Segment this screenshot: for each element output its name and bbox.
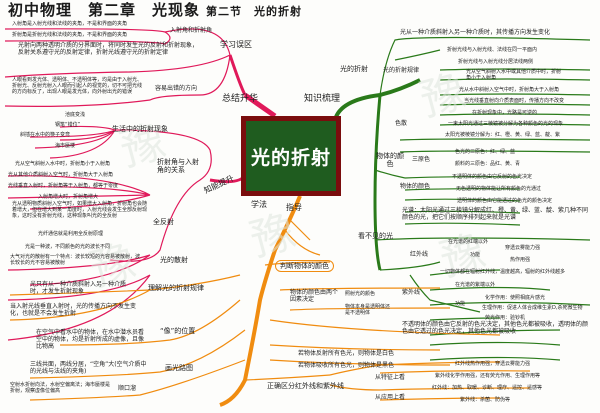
leaf-text: 透明体的颜色由它能透过的色光的颜色决定	[457, 198, 553, 204]
branch-method-label-left: 学法	[251, 200, 267, 209]
leaf-text: 光线垂直入射时，折射角等于入射角，都等于零度	[8, 183, 119, 189]
node-dispersion: 色散	[395, 120, 408, 127]
node-by-application: 从应用上看	[375, 394, 406, 401]
leaf-text: 物体本身是透明体还是不透明体	[345, 304, 391, 316]
node-object-color-rule: 物体的颜色	[400, 183, 431, 190]
leaf-text: 不透明体的颜色由它反射的色光决定	[452, 174, 533, 180]
branch-method-label-right: 指导	[286, 203, 302, 212]
leaf-text: 光纤通信就是利用全反射原理	[38, 231, 104, 237]
node-direction: 容易出错的方向	[155, 85, 198, 92]
page-title: 初中物理 第二章 光现象第二节 光的折射	[8, 1, 303, 19]
branch-knowledge-label: 知识梳理	[304, 94, 341, 104]
leaf-text: 化学作用：使照相底片感光	[485, 295, 546, 301]
leaf-text: 颜料的三原色：品红、黄、青	[455, 161, 521, 167]
node-infrared: 红外线	[410, 251, 429, 258]
node-primary-colors: 三原色	[412, 156, 431, 163]
leaf-text: 入射角是入射光线和法线的夹角，不是和界面的夹角	[12, 21, 128, 27]
node-object-color: 物体的颜色	[376, 152, 404, 169]
leaf-text: 紫外线：杀菌、防伪等	[460, 397, 511, 403]
leaf-text: 光射向两种透明介质的分界面时，将同时发生光的反射和折射现象，反射关系遵守光的反射…	[18, 42, 199, 56]
leaf-text: 池底变浅	[65, 112, 86, 118]
leaf-text: 钢笔“错位”	[55, 122, 81, 128]
node-refraction: 光的折射	[340, 65, 368, 73]
leaf-text: 折射光线与入射光线分居法线两侧	[458, 59, 534, 65]
node-draw-light-path: 画光路图	[165, 364, 193, 372]
central-node-label: 光的折射	[250, 146, 331, 169]
leaf-text: 太阳光被棱镜分解为：红、橙、黄、绿、蓝、靛、紫	[445, 132, 561, 138]
node-function: 功能	[470, 252, 481, 258]
chapter-title: 初中物理 第二章 光现象	[8, 1, 201, 19]
leaf-text: 在空气中看水中的物体，在水中潜水员看空中的物体，均是折射所成的虚像，且像比物高	[36, 329, 145, 350]
branch-summary-label: 总结升华	[222, 94, 259, 104]
leaf-text: 在折射现象中，光路是可逆的	[472, 110, 538, 116]
node-rhyme: 顺口溜	[118, 385, 137, 392]
leaf-text: 红外线：加热、取暖、诊断、理疗、遥控、遥感等	[432, 385, 543, 391]
leaf-text: 一束太阳光通过三棱镜被分解为各种颜色的光的现象	[448, 121, 564, 127]
leaf-text: 光从透明物质斜射入空气时，如果增大入射角，折射角也会随着增大，但在增大到某一角度…	[12, 201, 148, 219]
leaf-text: 光从水中斜射入空气中时，折射角大于入射角	[459, 87, 560, 93]
node-two-factors: 物体的颜色由两个因素决定	[290, 289, 339, 303]
leaf-text: 光从空气斜射入水中或其他介质中时，折射角小于入射角	[466, 69, 562, 81]
leaf-text: 光从一种介质斜射入另一种介质时，其传播方向发生变化	[400, 29, 551, 36]
leaf-text: 光是一种波，不同颜色的光的波长不同	[25, 244, 111, 250]
node-function: 功能	[455, 301, 466, 307]
leaf-text: 光只有从一种介质斜射入另一种介质时，才发生折射现象	[30, 281, 127, 295]
node-learning-mistakes: 学习误区	[220, 40, 252, 49]
leaf-text: 红外线热作用强，穿透云雾能力强	[455, 361, 531, 367]
node-light-scattering: 光的散射	[160, 256, 188, 264]
node-refraction-law: 光的折射规律	[383, 67, 420, 74]
section-title: 第二节 光的折射	[206, 5, 303, 18]
leaf-text: 当光线垂直射向介质表面时，传播方向不改变	[464, 98, 565, 104]
leaf-text: 穿透云雾能力强	[505, 245, 541, 251]
leaf-text: 当入射光线垂直入射时，光的传播方向不发生变化，也就是不会发生折射	[10, 303, 137, 317]
leaf-text: 色光的三原色：红、绿、蓝	[455, 149, 516, 155]
leaf-text: 一切物体都在辐射红外线，温度越高，辐射的红外线越多	[440, 269, 566, 275]
leaf-text: 在光谱的紫端以外	[455, 282, 496, 288]
leaf-text: 折射角是折射光线和法线的夹角，不是和界面的夹角	[12, 32, 128, 38]
leaf-text: 光从空气斜射入水中时，折射角小于入射角	[15, 161, 111, 167]
node-ultraviolet: 紫外线	[402, 289, 421, 296]
leaf-text: 生理作用：促进人体合成维生素D,杀死微生物	[482, 305, 583, 311]
node-life-phenomena: 生活中的折射现象	[112, 125, 168, 133]
leaf-text: 人眼看到发光体、透明体、不透明体等，均是由于入射光、折射光、反射光射入人眼而引起…	[12, 77, 143, 95]
leaf-text: 若物体反射所有色光，则物体是白色	[298, 350, 395, 357]
node-invisible-light: 看不见的光	[358, 232, 393, 240]
leaf-text: 荧光作用：验钞机	[485, 315, 526, 321]
leaf-text: 若物体吸收所有色光，则物体是黑色	[298, 362, 395, 369]
leaf-text: 入射角增大时，折射角增大	[38, 194, 99, 200]
leaf-text: 海市蜃楼	[55, 143, 76, 149]
node-angles: 入射角和折射角	[170, 27, 213, 34]
leaf-text: 在光谱的红端以外	[448, 239, 489, 245]
leaf-text: 斜插在水中的筷子变弯	[20, 132, 71, 138]
central-node: 光的折射	[241, 116, 341, 196]
node-image-position: “像”的位置	[160, 327, 196, 335]
node-by-feature: 从特征上看	[375, 374, 406, 381]
leaf-text: 折射光线与入射光线、法线在同一平面内	[447, 47, 538, 53]
leaf-text: 大气对光的散射有一个特点：波长较短的光容易被散射，波长较长的光不容易被散射	[10, 254, 141, 266]
leaf-text: 紫外线化学作用强，还有荧光作用、生理作用等	[435, 373, 541, 379]
node-total-reflection: 全反射	[153, 218, 174, 226]
leaf-text: 空射水折射向法，水射空偏离法；海市蜃楼是折射，观察虚像位偏高	[10, 382, 111, 394]
leaf-text: 不透明体的颜色由它反射的色光决定，其他色光都被吸收，透明体的颜色由它透过的色光决…	[402, 321, 589, 335]
leaf-text: 光从其他介质斜射入空气时，折射角大于入射角	[8, 172, 114, 178]
leaf-text: 照射光的颜色	[345, 291, 376, 297]
node-distinguish-ir-uv: 正确区分红外线和紫外线	[267, 382, 344, 390]
leaf-text: 热作用强	[510, 257, 531, 263]
node-understand-law: 理解光的折射规律	[148, 284, 204, 292]
node-angle-relation: 折射角与入射角的关系	[157, 158, 199, 175]
leaf-text: 光谱：太阳光通过三棱镜分解成红、橙、黄、绿、蓝、靛、紫几种不同颜色的光，把它们按…	[402, 207, 589, 221]
node-judge-color: 判断物体的颜色	[275, 260, 334, 273]
leaf-text: 三线共面，两线分居，“空角”大(空气介质中的光线与法线的夹角)	[30, 361, 147, 375]
leaf-text: 无色透明的物体能让所有颜色的光通过	[456, 186, 542, 192]
